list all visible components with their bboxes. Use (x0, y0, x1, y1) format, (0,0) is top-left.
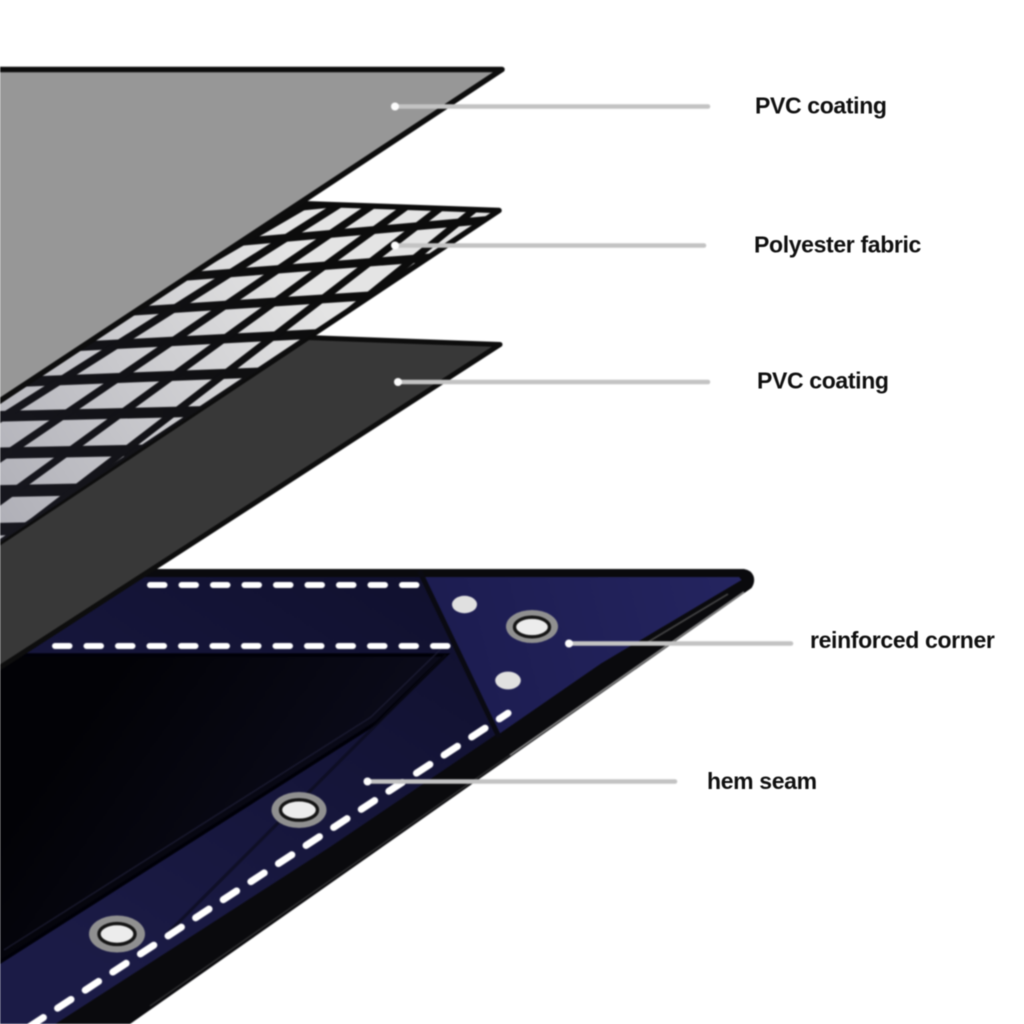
svg-text:Polyester fabric: Polyester fabric (754, 232, 922, 258)
svg-text:hem seam: hem seam (707, 768, 817, 794)
svg-text:PVC coating: PVC coating (755, 93, 887, 119)
svg-text:reinforced corner: reinforced corner (810, 627, 995, 653)
svg-text:PVC coating: PVC coating (757, 368, 889, 394)
